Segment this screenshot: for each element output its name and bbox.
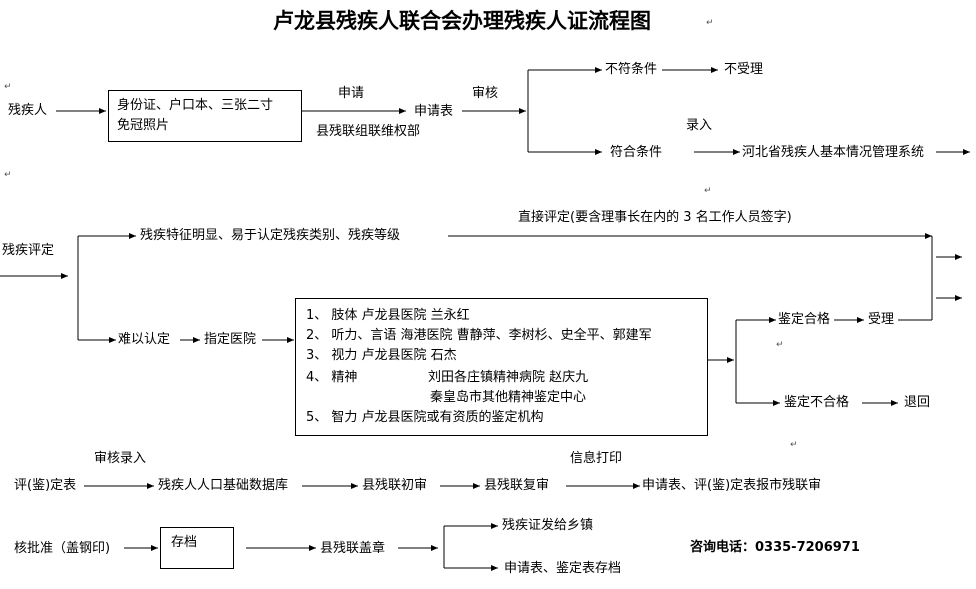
page-title: 卢龙县残疾人联合会办理残疾人证流程图 bbox=[273, 8, 651, 33]
paragraph-mark: ↵ bbox=[4, 82, 12, 92]
hospital-vision: 3、 视力 卢龙县医院 石杰 bbox=[306, 348, 457, 363]
node-dept: 县残联组联维权部 bbox=[316, 124, 421, 139]
node-first-review: 县残联初审 bbox=[362, 478, 428, 493]
node-seal: 县残联盖章 bbox=[320, 541, 386, 556]
node-issue-certificate: 残疾证发给乡镇 bbox=[502, 518, 594, 533]
node-assessment: 残疾评定 bbox=[2, 243, 55, 258]
node-pass: 鉴定合格 bbox=[778, 312, 831, 327]
mental-hospital-1: 刘田各庄镇精神病院 赵庆九 bbox=[428, 370, 589, 385]
node-application-form: 申请表 bbox=[414, 104, 454, 119]
node-store-forms: 申请表、鉴定表存档 bbox=[504, 561, 622, 576]
hospital-mental: 4、 精神 bbox=[306, 370, 358, 385]
documents-line-2: 免冠照片 bbox=[117, 118, 170, 133]
documents-box: 身份证、户口本、三张二寸 免冠照片 bbox=[108, 90, 302, 142]
node-eval-form: 评(鉴)定表 bbox=[14, 478, 77, 493]
node-hard-to-determine: 难以认定 bbox=[118, 332, 171, 347]
label-review: 审核 bbox=[472, 86, 499, 101]
label-direct-assessment: 直接评定(要含理事长在内的 3 名工作人员签字) bbox=[518, 210, 792, 225]
node-approve: 核批准（盖钢印) bbox=[14, 541, 111, 556]
hotline-text: 咨询电话：0335-7206971 bbox=[690, 540, 860, 555]
paragraph-mark: ↵ bbox=[776, 340, 784, 350]
node-provincial-system: 河北省残疾人基本情况管理系统 bbox=[742, 145, 925, 160]
label-enter: 录入 bbox=[686, 118, 713, 133]
hospital-hearing-speech: 2、 听力、言语 海港医院 曹静萍、李树杉、史全平、郭建军 bbox=[306, 328, 652, 343]
node-designated-hospital: 指定医院 bbox=[204, 332, 257, 347]
node-return: 退回 bbox=[904, 395, 931, 410]
paragraph-mark: ↵ bbox=[790, 440, 798, 450]
node-applicant: 残疾人 bbox=[8, 103, 48, 118]
node-archive: 存档 bbox=[171, 535, 198, 550]
node-meet: 符合条件 bbox=[610, 145, 663, 160]
paragraph-mark: ↵ bbox=[704, 186, 712, 196]
hospitals-box: 1、 肢体 卢龙县医院 兰永红 2、 听力、言语 海港医院 曹静萍、李树杉、史全… bbox=[295, 298, 708, 436]
node-obvious: 残疾特征明显、易于认定残疾类别、残疾等级 bbox=[140, 228, 401, 243]
archive-box: 存档 bbox=[160, 527, 234, 569]
label-info-print: 信息打印 bbox=[570, 451, 623, 466]
documents-line-1: 身份证、户口本、三张二寸 bbox=[117, 98, 274, 113]
label-review-enter: 审核录入 bbox=[94, 451, 147, 466]
node-database: 残疾人人口基础数据库 bbox=[158, 478, 289, 493]
node-accept: 受理 bbox=[868, 312, 895, 327]
node-not-accepted: 不受理 bbox=[724, 62, 764, 77]
hospital-intellect: 5、 智力 卢龙县医院或有资质的鉴定机构 bbox=[306, 410, 544, 425]
node-fail: 鉴定不合格 bbox=[784, 395, 850, 410]
node-second-review: 县残联复审 bbox=[484, 478, 550, 493]
hospital-limb: 1、 肢体 卢龙县医院 兰永红 bbox=[306, 308, 470, 323]
paragraph-mark: ↵ bbox=[706, 18, 714, 28]
node-not-meet: 不符条件 bbox=[605, 62, 658, 77]
label-apply: 申请 bbox=[338, 86, 365, 101]
paragraph-mark: ↵ bbox=[4, 170, 12, 180]
mental-hospital-2: 秦皇岛市其他精神鉴定中心 bbox=[430, 390, 587, 405]
node-report-city: 申请表、评(鉴)定表报市残联审 bbox=[642, 478, 822, 493]
